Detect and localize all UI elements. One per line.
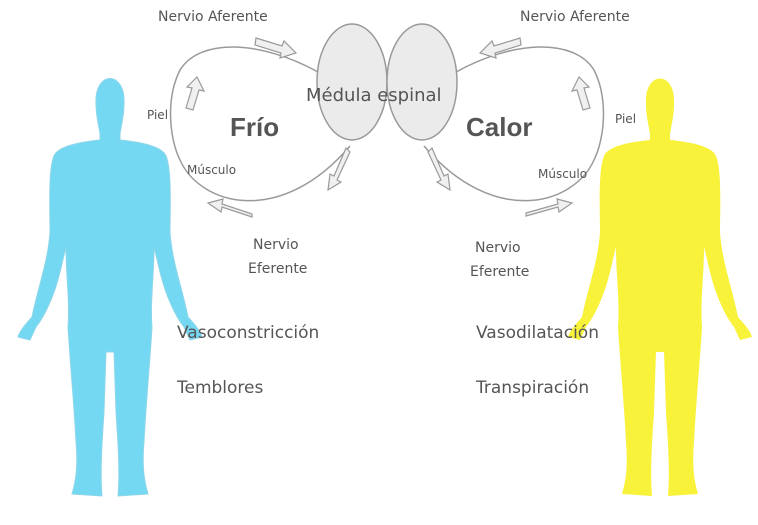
spinal-cord-label: Médula espinal [306,87,442,105]
cold-skin-label: Piel [147,109,168,121]
cold-response-vasoconstriction: Vasoconstricción [177,325,319,342]
heat-efferent-line2: Eferente [470,265,529,279]
spinal-cord-right-lobe [387,24,457,140]
heat-efferent-line1: Nervio [475,241,521,255]
heat-muscle-label: Músculo [538,168,587,180]
heat-response-vasodilation: Vasodilatación [476,325,599,342]
heat-afferent-nerve-label: Nervio Aferente [520,10,630,24]
cold-response-shivering: Temblores [177,380,263,397]
cold-body-figure [0,60,220,525]
spinal-cord-left-lobe [317,24,387,140]
cold-title: Frío [230,114,279,140]
cold-efferent-line2: Eferente [248,262,307,276]
cold-afferent-nerve-label: Nervio Aferente [158,10,268,24]
cold-efferent-line1: Nervio [253,238,299,252]
cold-muscle-label: Músculo [187,164,236,176]
heat-response-sweating: Transpiración [476,380,589,397]
heat-title: Calor [466,114,532,140]
heat-skin-label: Piel [615,113,636,125]
heat-body-figure [540,60,758,525]
